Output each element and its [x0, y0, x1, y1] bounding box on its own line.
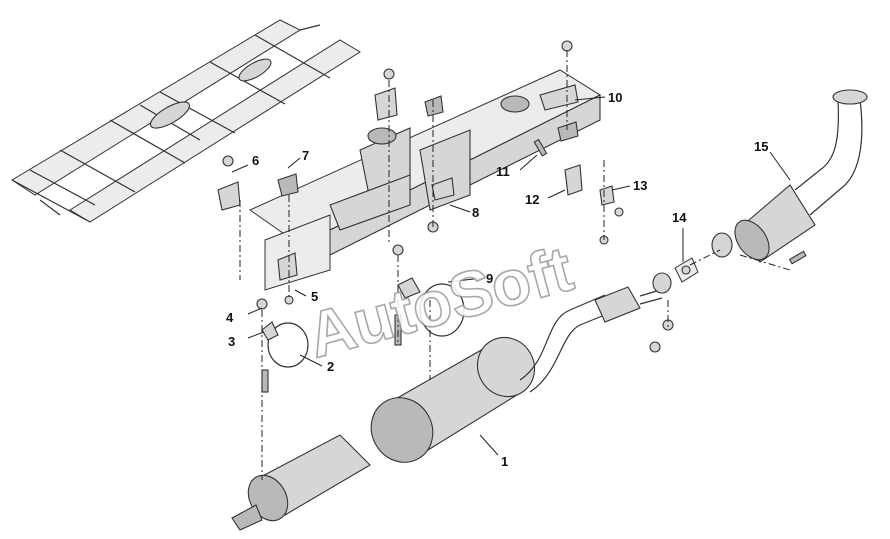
callout-4: 4	[226, 310, 234, 325]
watermark-text: AutoSoft	[300, 232, 580, 371]
callout-1: 1	[501, 454, 508, 469]
muffler	[231, 294, 613, 531]
callout-12: 12	[525, 192, 539, 207]
callout-2: 2	[327, 359, 334, 374]
callout-11: 11	[496, 164, 510, 179]
callout-15: 15	[754, 139, 768, 154]
callout-9: 9	[486, 271, 493, 286]
intermediate-pipe	[594, 272, 672, 323]
callout-7: 7	[302, 148, 309, 163]
callout-5: 5	[311, 289, 318, 304]
catalytic-converter	[711, 89, 868, 263]
chassis-frame	[11, 19, 361, 223]
assembly-lines	[239, 50, 791, 480]
callout-3: 3	[228, 334, 235, 349]
callout-13: 13	[633, 178, 647, 193]
hardware	[217, 40, 807, 353]
gasket	[674, 257, 699, 283]
leader-lines	[231, 96, 791, 456]
callout-6: 6	[252, 153, 259, 168]
callout-14: 14	[672, 210, 687, 225]
clamp-rear	[261, 321, 309, 393]
callout-10: 10	[608, 90, 622, 105]
callout-8: 8	[472, 205, 479, 220]
callouts: 1 2 3 4 5 6 7 8 9 10 11 12 13 14 15	[226, 90, 768, 469]
